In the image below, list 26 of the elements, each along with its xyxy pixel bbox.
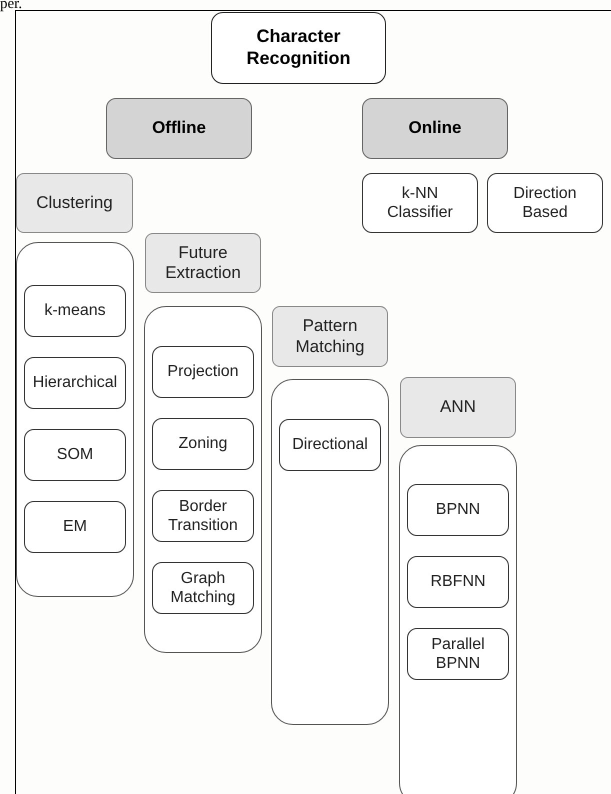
category-box: BPNN [407,484,509,536]
category-box: Direction Based [487,173,603,233]
category-box: Projection [152,346,254,398]
text-fragment: per. [0,0,22,12]
container-box [144,306,262,653]
category-box: k-means [24,285,126,337]
category-box: SOM [24,429,126,481]
header-box: Offline [106,98,252,159]
group-header-box: ANN [400,377,516,438]
container-box [271,379,389,725]
category-box: Zoning [152,418,254,470]
category-box: Directional [279,419,381,471]
category-box: RBFNN [407,556,509,608]
group-header-box: Pattern Matching [272,306,388,367]
title-box: Character Recognition [211,12,386,84]
category-box: Border Transition [152,490,254,542]
header-box: Online [362,98,508,159]
category-box: k-NN Classifier [362,173,478,233]
group-header-box: Clustering [16,173,133,233]
category-box: EM [24,501,126,553]
container-box [16,242,134,597]
container-box [399,445,517,794]
category-box: Hierarchical [24,357,126,409]
category-box: Parallel BPNN [407,628,509,680]
category-box: Graph Matching [152,562,254,614]
group-header-box: Future Extraction [145,233,261,293]
